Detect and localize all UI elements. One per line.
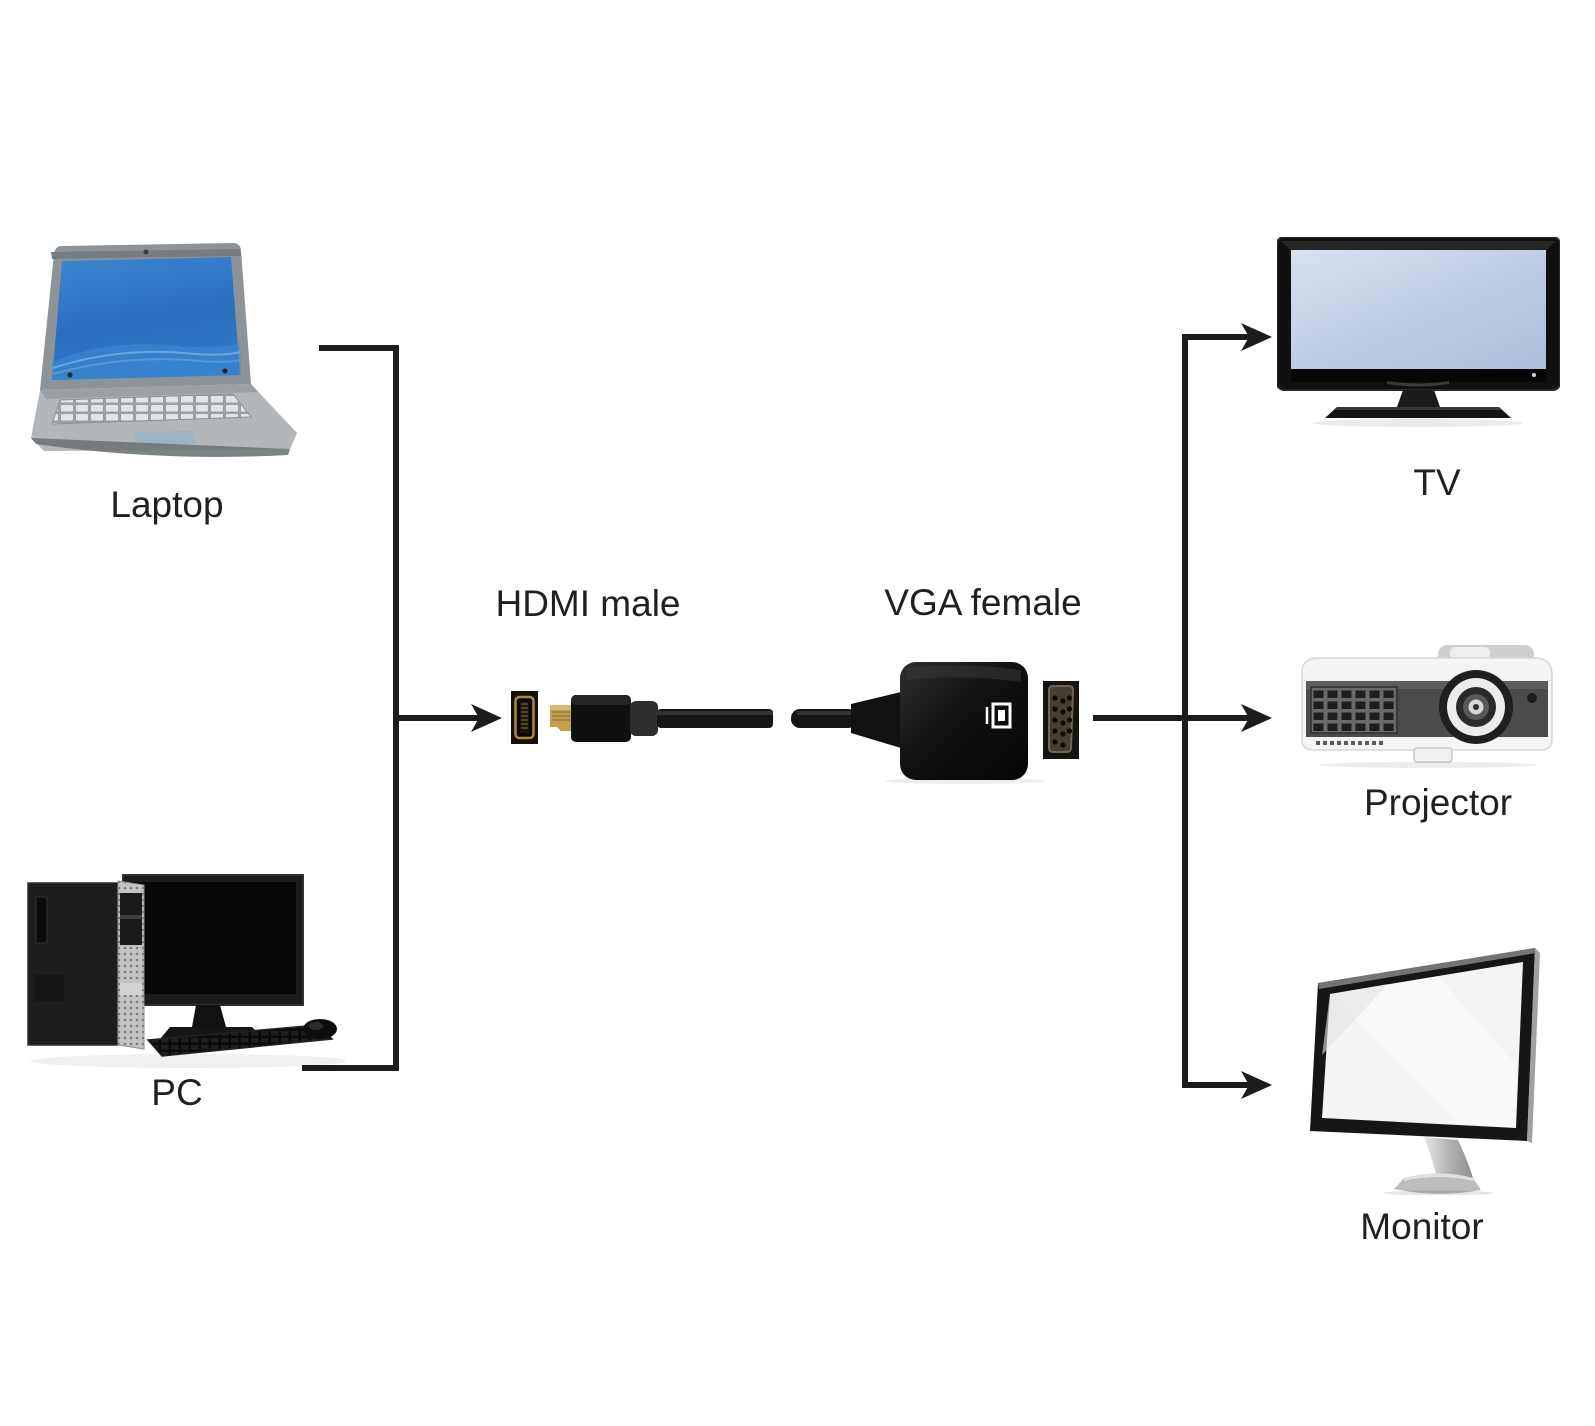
tv-label: TV (1413, 462, 1461, 503)
arrowhead-to-monitor-icon (1241, 1071, 1272, 1099)
vga-connector-icon (1043, 681, 1079, 759)
laptop-icon (31, 243, 297, 457)
arrowhead-to-projector-icon (1241, 704, 1272, 732)
pc-label: PC (151, 1072, 203, 1113)
arrowhead-to-tv-icon (1241, 323, 1272, 351)
tv-icon (1277, 237, 1560, 427)
monitor-icon (1310, 948, 1540, 1195)
pc-icon (27, 874, 345, 1068)
arrowhead-to-hdmi-icon (471, 704, 502, 732)
laptop-label: Laptop (110, 484, 224, 525)
hdmi-plug-icon (511, 691, 773, 744)
monitor-label: Monitor (1360, 1206, 1484, 1247)
projector-label: Projector (1363, 782, 1513, 823)
display-glyph-icon (985, 702, 1012, 729)
vga-female-label: VGA female (884, 582, 1082, 623)
hdmi-port-icon (511, 691, 538, 744)
line-sources-bus (302, 345, 399, 1071)
projector-icon (1301, 645, 1553, 768)
vga-adapter-icon (791, 662, 1079, 784)
hdmi-male-label: HDMI male (495, 583, 681, 624)
